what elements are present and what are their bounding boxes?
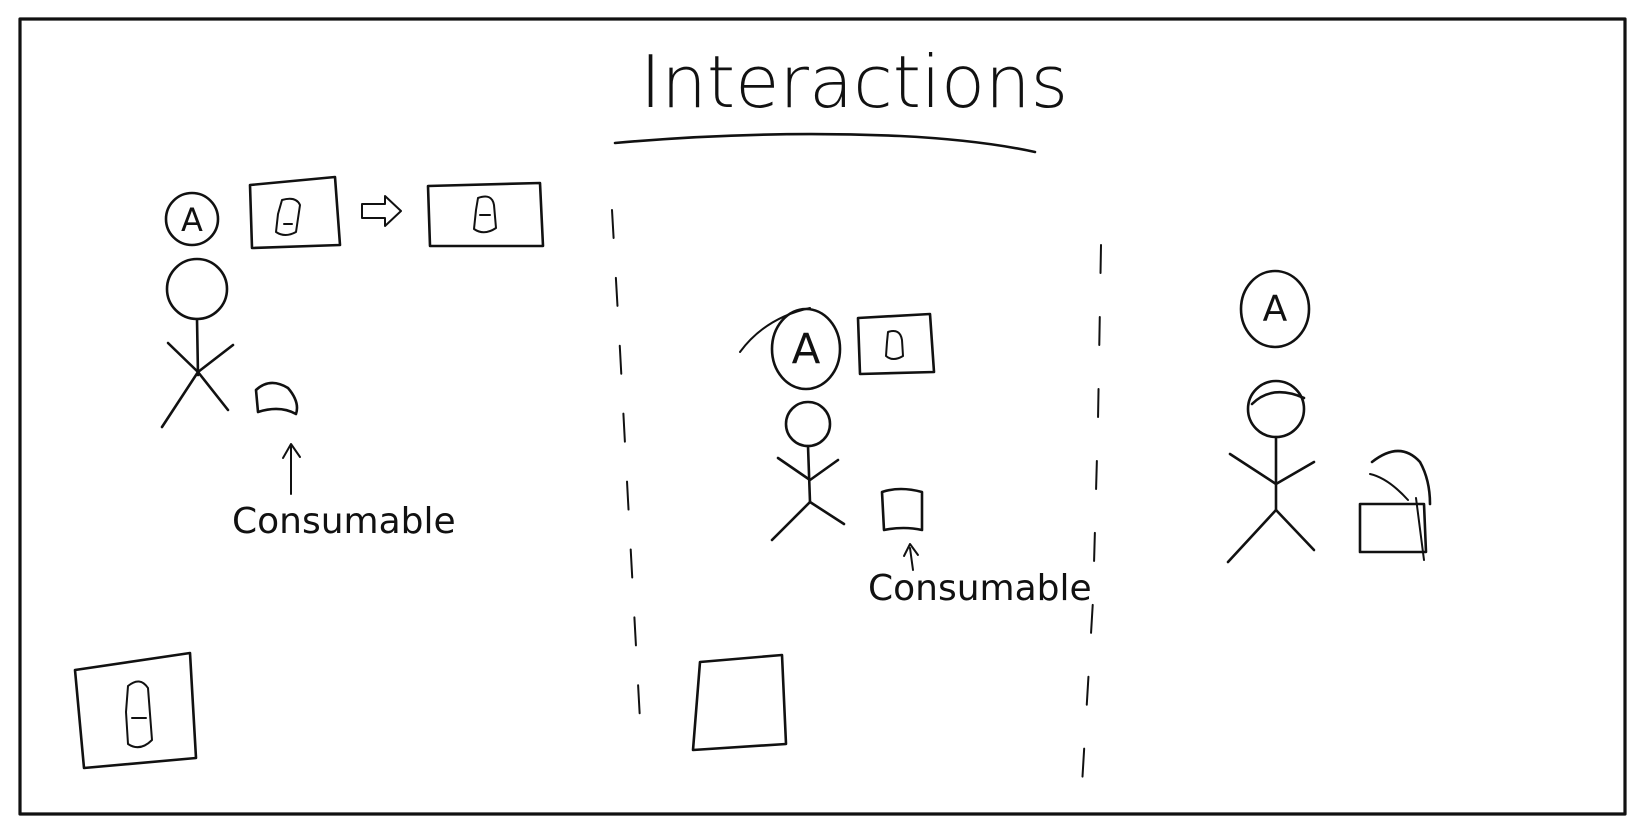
speech-bubble: A — [1239, 269, 1311, 349]
divider-left — [611, 209, 641, 721]
speech-bubble: A — [164, 191, 220, 247]
bubble-letter: A — [181, 201, 203, 239]
consumable-item-icon — [880, 487, 924, 532]
inventory-slot-updated — [426, 181, 545, 248]
inventory-slot-empty — [691, 653, 788, 752]
item-icon — [275, 197, 301, 236]
bubble-letter: A — [1263, 289, 1288, 330]
panel-2: A Consumable — [691, 307, 1092, 752]
inventory-slot-large — [73, 651, 198, 770]
speech-bubble: A — [770, 307, 842, 391]
open-chest-icon — [1358, 449, 1432, 561]
diagram-title: Interactions — [640, 40, 1068, 124]
item-icon — [885, 330, 904, 360]
speech-bubble-outline — [1239, 269, 1311, 349]
stick-figure — [160, 257, 235, 429]
transition-arrow-icon — [361, 195, 402, 227]
inventory-slot-filled — [856, 312, 936, 376]
pointer-arrow — [282, 443, 301, 495]
stick-figure — [1226, 379, 1316, 564]
pointer-arrow — [903, 543, 919, 571]
title-underline — [613, 132, 1037, 154]
outer-frame — [18, 17, 1627, 816]
panel-3: A — [1226, 269, 1432, 564]
inventory-slot-filled — [248, 175, 342, 250]
consumable-label: Consumable — [868, 568, 1092, 609]
consumable-label: Consumable — [232, 501, 456, 542]
divider-right — [1081, 244, 1102, 786]
item-icon — [473, 195, 497, 234]
speech-bubble-outline — [770, 307, 842, 391]
consumable-item-icon — [254, 381, 299, 416]
speech-bubble-outline — [164, 191, 220, 247]
bubble-letter: A — [792, 325, 821, 374]
stick-figure — [770, 400, 846, 542]
item-icon — [125, 680, 153, 749]
panel-1: A Consumable — [73, 175, 545, 770]
